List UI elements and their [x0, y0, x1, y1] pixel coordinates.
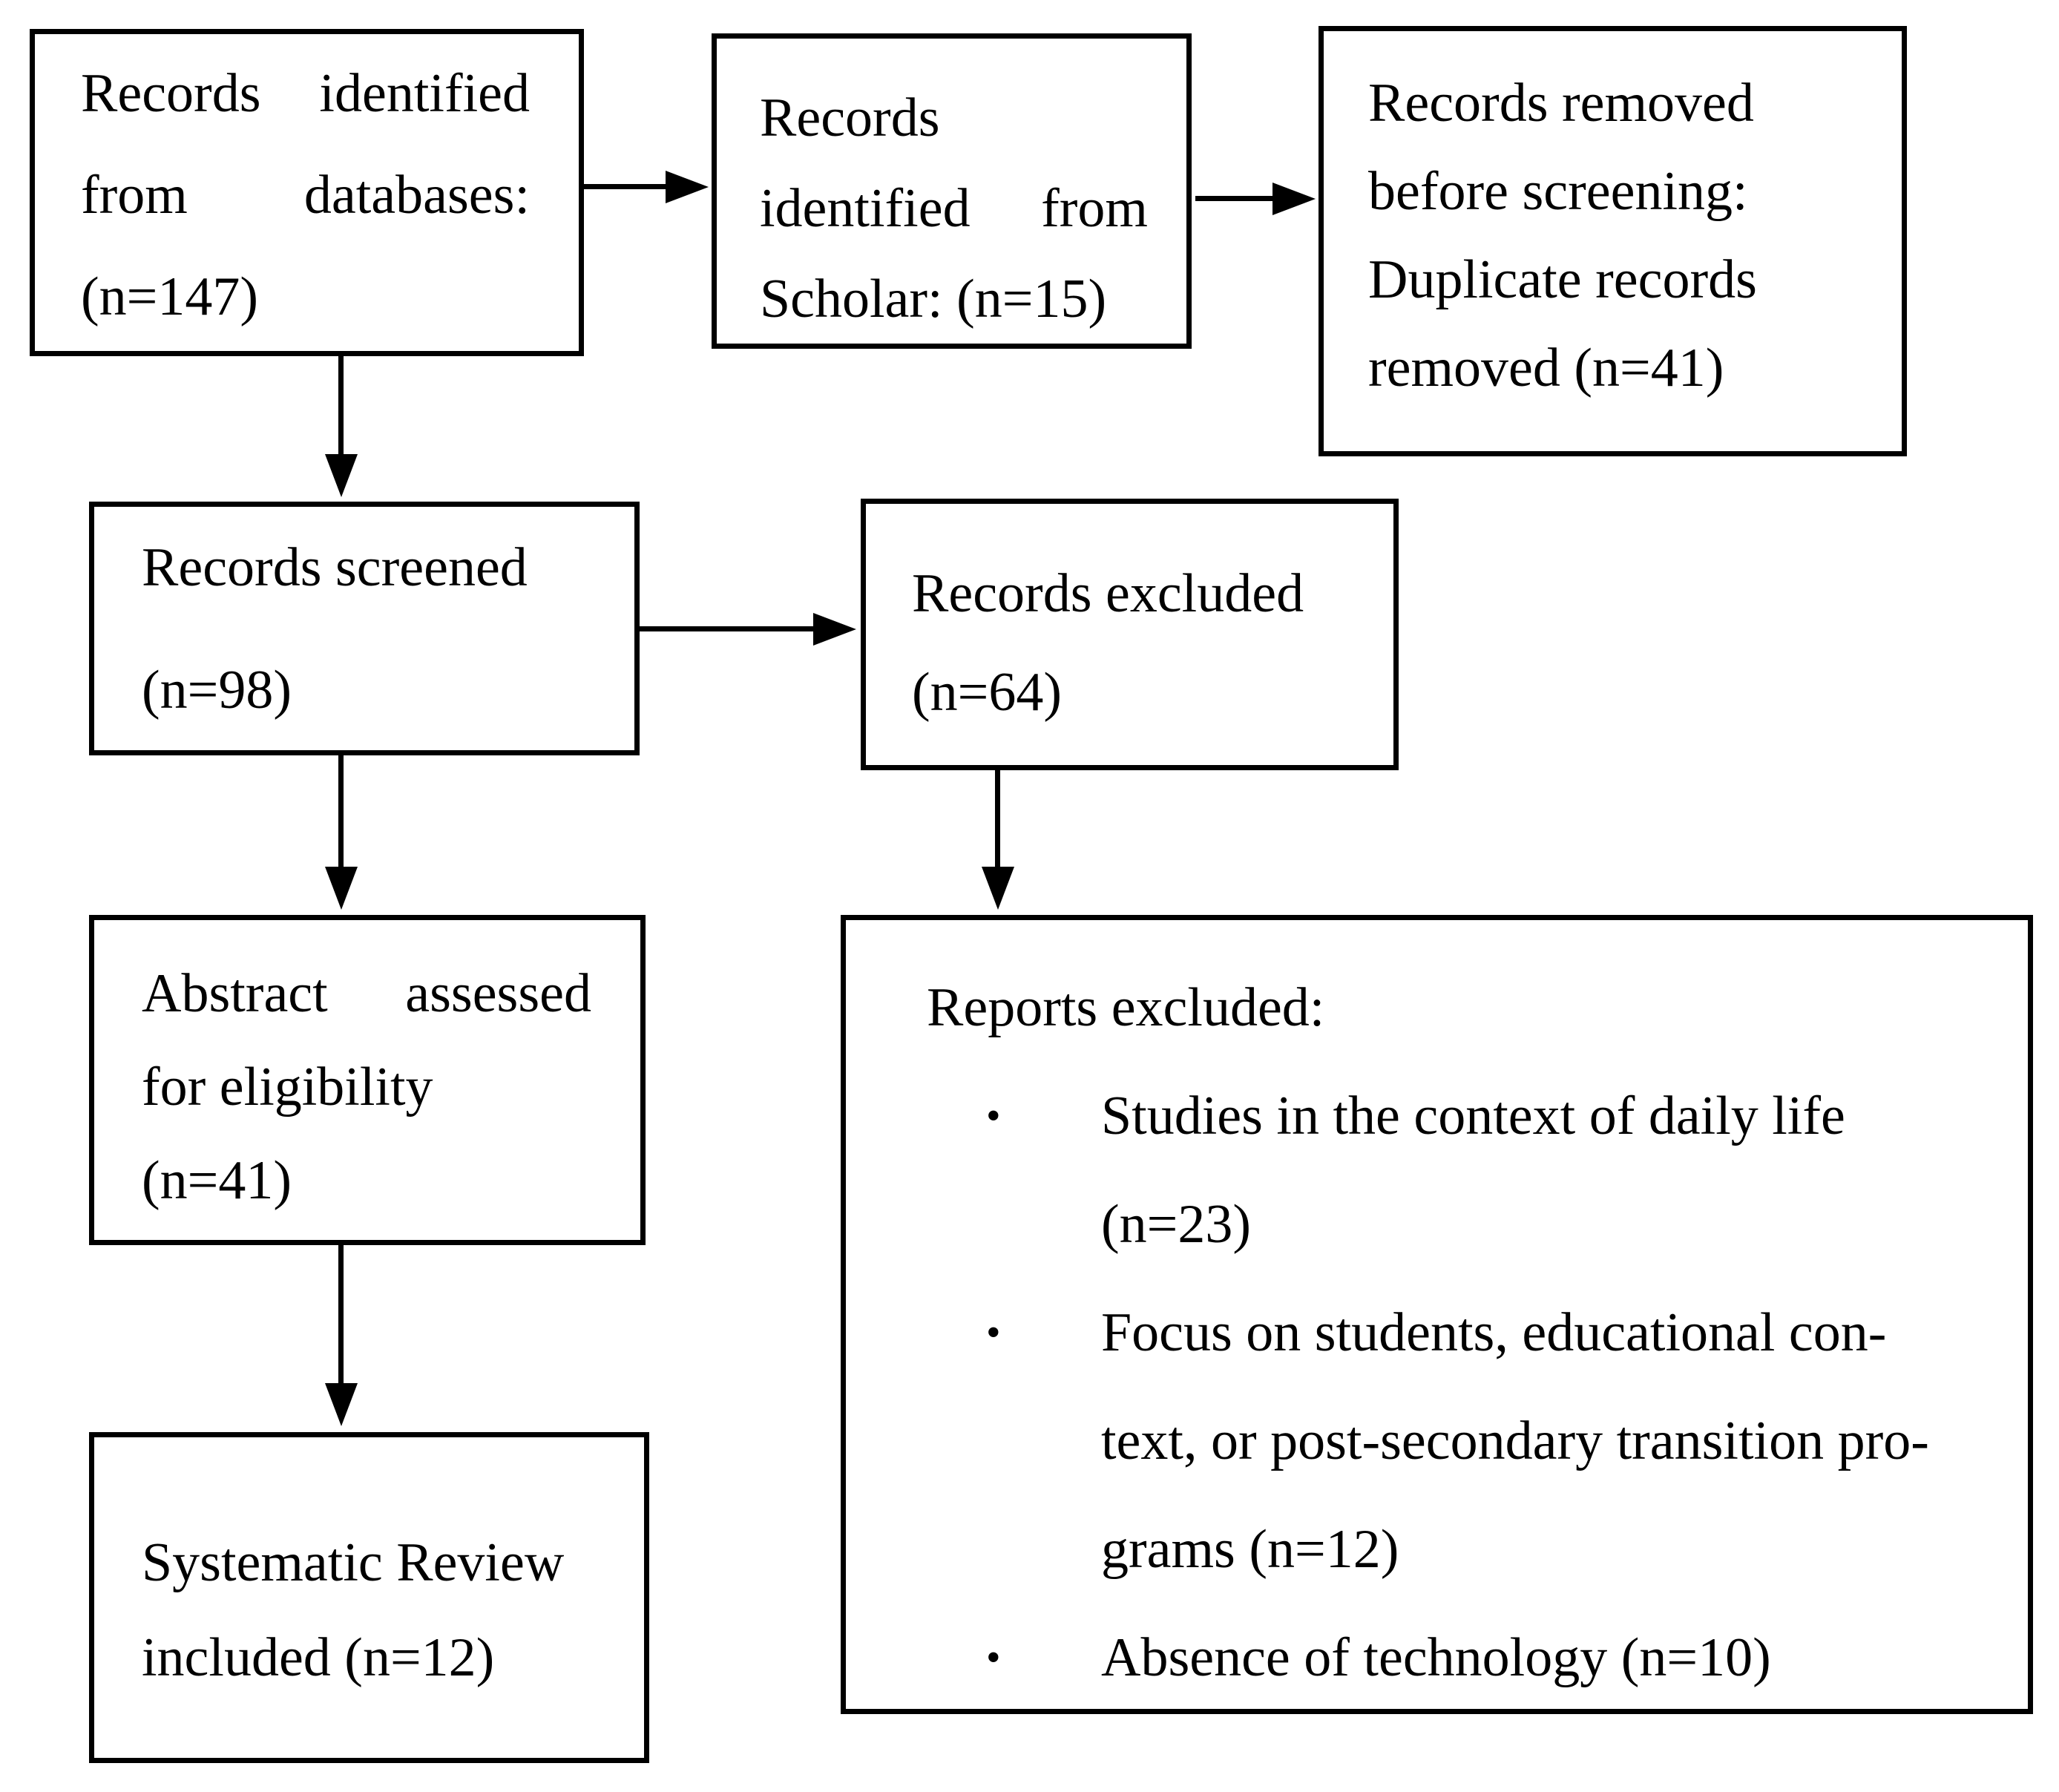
text-line: Scholar: (n=15)	[760, 254, 1148, 344]
text-word: Duplicate records	[1368, 249, 1757, 310]
box-records-identified-databases: Records identified from databases: (n=14…	[30, 29, 584, 356]
bullet-text: text, or post-secondary transition pro-	[1101, 1410, 1929, 1471]
box-records-excluded: Records excluded (n=64)	[861, 499, 1399, 770]
text-line: (n=64)	[912, 643, 1356, 742]
bullet-line: • Studies in the context of daily life	[927, 1062, 1991, 1170]
bullet-icon: •	[986, 1635, 1001, 1681]
text-line: (n=41)	[142, 1134, 591, 1227]
text-line: Records excluded	[912, 545, 1356, 643]
box-records-removed-before-screening: Records removed before screening: Duplic…	[1319, 26, 1907, 456]
text-word: from	[1041, 177, 1148, 239]
text-word: Abstract	[142, 962, 328, 1024]
bullet-line: • Absence of technology (n=10)	[927, 1604, 1991, 1712]
arrow-line	[584, 184, 666, 189]
count-label: included (n=12)	[142, 1627, 495, 1688]
arrowhead-right-icon	[1272, 183, 1316, 215]
text-line: Reports excluded:	[927, 954, 1991, 1062]
arrowhead-right-icon	[666, 171, 709, 203]
count-label: Scholar: (n=15)	[760, 268, 1107, 329]
text-word: for eligibility	[142, 1056, 433, 1117]
text-word: Records removed	[1368, 73, 1754, 134]
count-label: (n=147)	[81, 266, 259, 327]
arrow-line	[995, 770, 1000, 867]
box-records-identified-scholar: Records identified from Scholar: (n=15)	[712, 33, 1192, 349]
bullet-continuation-line: (n=23)	[927, 1170, 1991, 1279]
count-label: (n=41)	[142, 1149, 292, 1211]
box-systematic-review-included: Systematic Review included (n=12)	[89, 1432, 649, 1763]
count-label: (n=23)	[1101, 1193, 1252, 1255]
box-records-screened: Records screened (n=98)	[89, 502, 640, 755]
count-label: grams (n=12)	[1101, 1518, 1399, 1580]
text-line: (n=147)	[81, 246, 530, 348]
arrow-line	[338, 356, 344, 454]
text-line: from databases:	[81, 145, 530, 246]
text-line: Systematic Review	[142, 1515, 607, 1610]
text-word: before screening:	[1368, 161, 1748, 222]
text-word: Records excluded	[912, 563, 1304, 624]
count-label: (n=64)	[912, 662, 1063, 723]
box-reports-excluded: Reports excluded: • Studies in the conte…	[841, 915, 2033, 1714]
bullet-text: Studies in the context of daily life	[1101, 1085, 1845, 1146]
text-line: Abstract assessed	[142, 947, 591, 1040]
arrowhead-down-icon	[325, 867, 358, 910]
arrowhead-down-icon	[325, 1383, 358, 1426]
bullet-continuation-line: grams (n=12)	[927, 1495, 1991, 1604]
text-line: Records identified	[81, 43, 530, 145]
count-label: removed (n=41)	[1368, 338, 1724, 398]
text-word: from	[81, 165, 188, 226]
text-line: included (n=12)	[142, 1610, 607, 1705]
bullet-line: • Focus on students, educational con-	[927, 1279, 1991, 1387]
text-word: Records screened	[142, 537, 528, 598]
text-word: Records	[760, 87, 940, 148]
text-word: identified	[760, 177, 971, 239]
text-line: Records removed	[1368, 59, 1872, 148]
text-line: Duplicate records	[1368, 236, 1872, 324]
arrow-line	[1195, 196, 1272, 201]
section-title: Reports excluded:	[927, 977, 1325, 1038]
bullet-continuation-line: text, or post-secondary transition pro-	[927, 1387, 1991, 1495]
text-line: (n=98)	[142, 629, 597, 752]
bullet-text: Absence of technology (n=10)	[1101, 1627, 1771, 1688]
text-line: Records	[760, 73, 1148, 163]
text-line: identified from	[760, 163, 1148, 254]
text-word: Systematic Review	[142, 1532, 565, 1593]
bullet-icon: •	[986, 1093, 1001, 1139]
arrow-line	[338, 755, 344, 867]
arrowhead-right-icon	[813, 613, 856, 646]
text-line: before screening:	[1368, 148, 1872, 236]
arrowhead-down-icon	[982, 867, 1014, 910]
text-line: for eligibility	[142, 1040, 591, 1134]
arrow-line	[338, 1245, 344, 1383]
bullet-text: Focus on students, educational con-	[1101, 1302, 1887, 1363]
arrowhead-down-icon	[325, 454, 358, 497]
text-word: databases:	[303, 165, 530, 226]
text-word: assessed	[405, 962, 591, 1024]
arrow-line	[640, 626, 813, 631]
text-line: Records screened	[142, 507, 597, 629]
box-abstract-assessed: Abstract assessed for eligibility (n=41)	[89, 915, 646, 1245]
text-word: Records	[81, 63, 261, 124]
text-word: identified	[319, 63, 530, 124]
count-label: (n=98)	[142, 660, 292, 721]
text-line: removed (n=41)	[1368, 324, 1872, 413]
bullet-icon: •	[986, 1310, 1001, 1356]
